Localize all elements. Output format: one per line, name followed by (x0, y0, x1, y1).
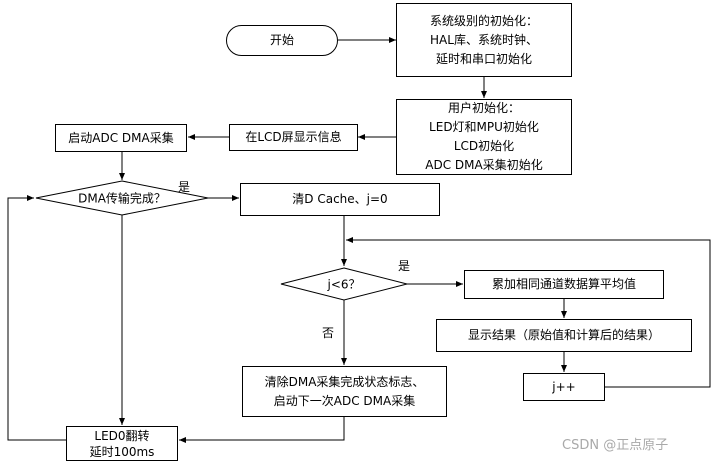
edge-clear-led (179, 417, 345, 443)
lcd-show-label: 在LCD屏显示信息 (245, 130, 342, 144)
accumulate-node: 累加相同通道数据算平均值 (464, 270, 664, 299)
start-node: 开始 (226, 25, 338, 56)
start-adc-dma-node: 启动ADC DMA采集 (55, 124, 187, 152)
j-inc-label: j++ (552, 379, 576, 394)
led-toggle-label: LED0翻转 延时100ms (89, 428, 155, 459)
j-yes-label: 是 (398, 259, 411, 273)
j-check-label: j<6？ (327, 277, 361, 292)
start-adc-dma-label: 启动ADC DMA采集 (68, 130, 174, 145)
accumulate-label: 累加相同通道数据算平均值 (491, 277, 636, 291)
clear-flag-node: 清除DMA采集完成状态标志、 启动下一次ADC DMA采集 (242, 366, 447, 417)
edge-led-back (7, 195, 66, 441)
clean-cache-node: 清D Cache、j=0 (240, 183, 440, 216)
j-no-label: 否 (322, 326, 335, 340)
user-init-node: 用户初始化： LED灯和MPU初始化 LCD初始化 ADC DMA采集初始化 (396, 99, 572, 175)
dma-done-label: DMA传输完成？ (78, 191, 166, 206)
show-result-node: 显示结果（原始值和计算后的结果） (436, 319, 692, 352)
watermark-text: CSDN @正点原子 (562, 438, 669, 453)
dma-yes-label: 是 (178, 180, 191, 194)
edge-inc-loopback (346, 237, 711, 388)
led-toggle-node: LED0翻转 延时100ms (66, 426, 178, 461)
start-label: 开始 (269, 33, 294, 47)
lcd-show-node: 在LCD屏显示信息 (229, 124, 358, 151)
clear-flag-label: 清除DMA采集完成状态标志、 启动下一次ADC DMA采集 (264, 374, 425, 408)
show-result-label: 显示结果（原始值和计算后的结果） (467, 328, 660, 342)
sys-init-label: 系统级别的初始化： HAL库、系统时钟、 延时和串口初始化 (429, 13, 538, 66)
user-init-label: 用户初始化： LED灯和MPU初始化 LCD初始化 ADC DMA采集初始化 (425, 101, 543, 172)
j-inc-node: j++ (523, 373, 605, 401)
sys-init-node: 系统级别的初始化： HAL库、系统时钟、 延时和串口初始化 (396, 3, 572, 77)
clean-cache-label: 清D Cache、j=0 (292, 192, 388, 206)
